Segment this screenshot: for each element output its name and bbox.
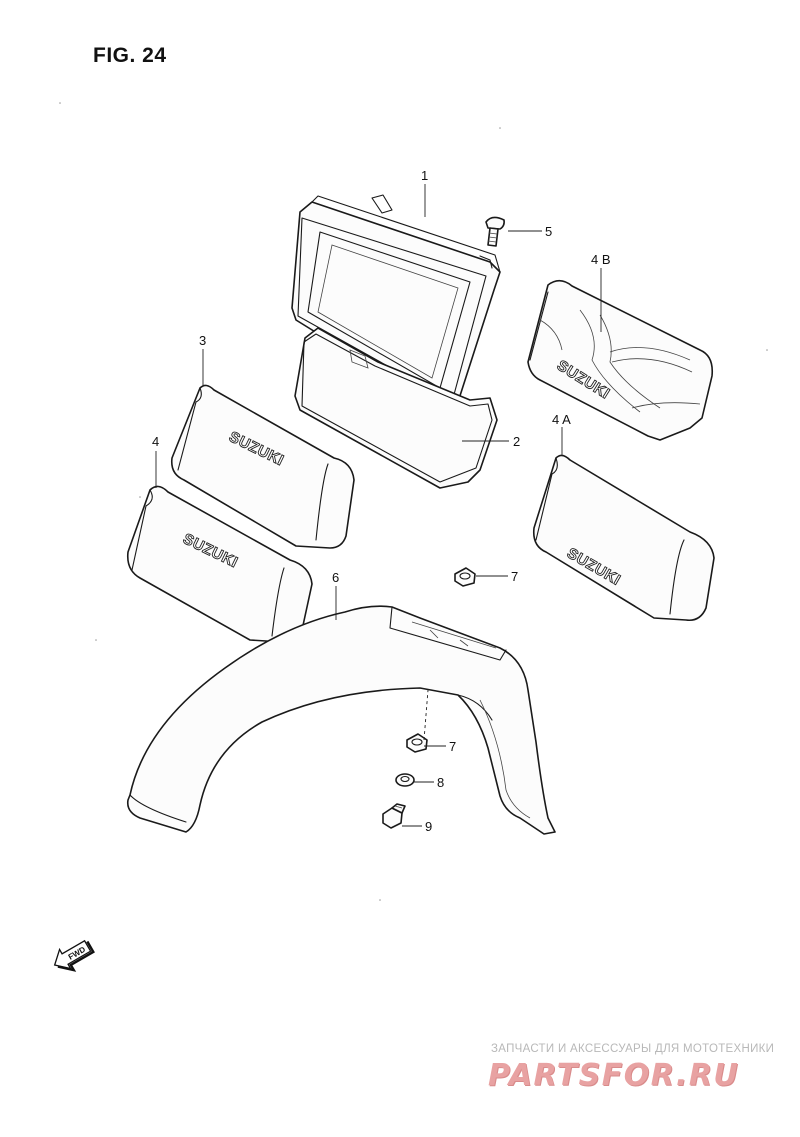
callout-5: 5 xyxy=(545,224,552,239)
cover-4a[interactable] xyxy=(532,454,715,622)
callout-2: 2 xyxy=(513,434,520,449)
callout-8: 8 xyxy=(437,775,444,790)
nut-upper[interactable] xyxy=(454,567,476,587)
leader-lines xyxy=(155,184,602,827)
cover-3[interactable] xyxy=(170,384,355,549)
callout-6: 6 xyxy=(332,570,339,585)
callout-4b: 4 B xyxy=(591,252,611,267)
callout-1: 1 xyxy=(421,168,428,183)
figure-title: FIG. 24 xyxy=(93,44,167,67)
callout-4: 4 xyxy=(152,434,159,449)
callout-7-upper: 7 xyxy=(511,569,518,584)
watermark-logo: PARTSFOR.RU xyxy=(488,1058,740,1093)
screw[interactable] xyxy=(485,216,505,247)
fwd-arrow-icon: FWD xyxy=(53,939,95,972)
callout-7-lower: 7 xyxy=(449,739,456,754)
front-fender[interactable] xyxy=(126,605,556,835)
callout-4a: 4 A xyxy=(552,412,571,427)
nut-lower[interactable] xyxy=(406,733,428,753)
lens-frame[interactable] xyxy=(294,327,498,489)
scan-specks xyxy=(59,102,768,901)
callout-9: 9 xyxy=(425,819,432,834)
washer[interactable] xyxy=(395,773,415,787)
callout-3: 3 xyxy=(199,333,206,348)
bolt[interactable] xyxy=(382,803,406,829)
watermark-tagline: ЗАПЧАСТИ И АКСЕССУАРЫ ДЛЯ МОТОТЕХНИКИ xyxy=(491,1043,775,1055)
cover-striped-4b[interactable] xyxy=(527,279,714,441)
